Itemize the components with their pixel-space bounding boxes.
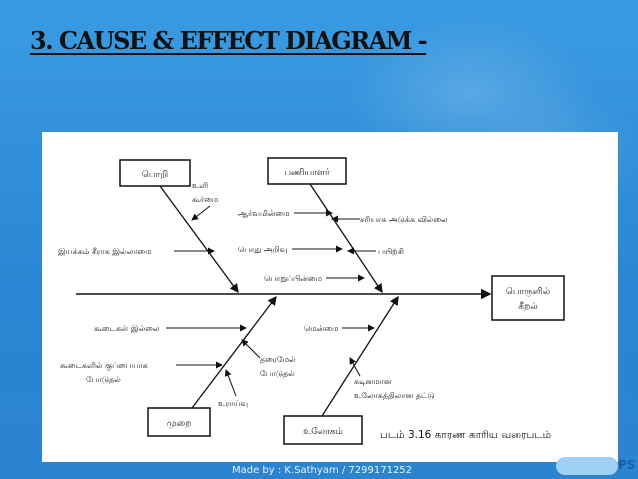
cause-arrow-machine-1 (191, 205, 211, 221)
category-label-method: முறை (167, 419, 192, 429)
bone-worker (309, 183, 383, 294)
cause-metal-1: மென்மை (304, 324, 338, 333)
diagram-panel: பொருளில் கீறல் பொறி பணியாளர் முறை உலோகம்… (42, 132, 618, 462)
category-label-worker: பணியாளர் (284, 168, 330, 178)
bone-method (191, 295, 277, 409)
cause-machine-1a: உளி (192, 181, 208, 190)
cause-metal-2a: கடினமான (354, 377, 392, 386)
cause-metal-2b: உலோகத்திலான தட்டு (354, 391, 434, 400)
effect-label-line1: பொருளில் (506, 287, 550, 297)
bone-machine (159, 185, 239, 294)
cause-method-2a: கூடைகளில் குப்பையாக (60, 361, 148, 371)
cause-arrow-method-4 (224, 369, 237, 397)
cause-machine-2: இயக்கம் சீராக இல்லாமை (58, 247, 152, 257)
cause-method-4: உராய்வு (218, 399, 248, 408)
diagram-caption: படம் 3.16 காரண காரிய வரைபடம் (380, 429, 552, 441)
cause-machine-1b: கூர்மை (192, 195, 218, 204)
cause-method-1: கூடைகள் இல்லை (94, 324, 160, 334)
bone-metal (321, 295, 399, 417)
cause-method-3b: போடுதல் (260, 369, 295, 378)
category-label-machine: பொறி (142, 170, 168, 180)
logo-blob (556, 457, 618, 475)
slide-title: 3. CAUSE & EFFECT DIAGRAM - (30, 26, 428, 55)
effect-label-line2: கீறல் (518, 302, 537, 312)
cause-method-2b: போடுதல் (86, 375, 121, 384)
category-box-machine (119, 159, 191, 187)
fishbone-diagram: பொருளில் கீறல் பொறி பணியாளர் முறை உலோகம்… (58, 157, 565, 445)
footer-credit: Made by : K.Sathyam / 7299171252 (232, 465, 413, 476)
cause-method-3a: தரைமேல் (260, 355, 296, 364)
cause-worker-5: பயிற்சி (378, 247, 404, 256)
category-box-worker (267, 157, 347, 185)
cause-arrow-method-3 (241, 339, 261, 359)
logo-text: PS (618, 458, 636, 472)
cause-worker-3: பொறுப்பின்மை (264, 274, 322, 284)
cause-worker-1: ஆர்வமின்மை (238, 209, 290, 218)
category-box-metal (283, 415, 363, 445)
cause-worker-4: சரியாக அடுக்க வில்லை (360, 215, 448, 224)
category-label-metal: உலோகம் (303, 427, 343, 437)
corner-logo: PS (556, 455, 636, 477)
cause-worker-2: பொது அறிவு (238, 245, 287, 255)
effect-box (491, 275, 565, 321)
cause-arrow-metal-2 (349, 357, 361, 377)
category-box-method (147, 407, 211, 437)
